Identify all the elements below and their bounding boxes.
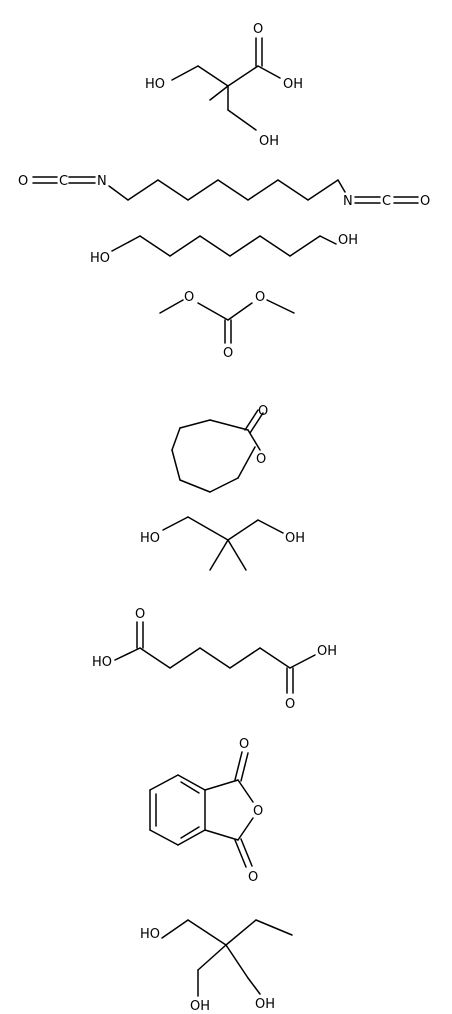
carbonyl-oxygen-top-label: O <box>239 737 249 752</box>
carbonyl-oxygen-label: O <box>258 404 268 419</box>
ring-oxygen-label: O <box>256 452 266 467</box>
ester-oxygen-left-label: O <box>184 290 194 305</box>
isocyanate-nitrogen-right-label: N <box>343 194 353 209</box>
hydroxyl-bottom-right-label: OH <box>255 997 275 1012</box>
hydroxyl-right-label: OH <box>338 233 358 248</box>
carbonyl-oxygen-label: O <box>223 346 233 361</box>
isocyanate-carbon-right-label: C <box>382 194 391 209</box>
hydroxyl-left-label: HO <box>145 77 165 92</box>
isocyanate-oxygen-left-label: O <box>18 174 28 189</box>
carbonyl-oxygen-bottom-label: O <box>285 697 295 712</box>
hydroxyl-right-label: OH <box>317 644 337 659</box>
hydroxyl-top-label: HO <box>140 927 160 942</box>
ring-oxygen-label: O <box>253 804 263 819</box>
acid-hydroxyl-label: OH <box>283 77 303 92</box>
isocyanate-oxygen-right-label: O <box>420 194 430 209</box>
hydroxyl-left-label: HO <box>140 531 160 546</box>
molecule-hexamethylene-diisocyanate: O C N N C O <box>18 174 430 209</box>
isocyanate-nitrogen-left-label: N <box>97 174 107 189</box>
molecule-dimethylolpropionic-acid: O OH HO OH <box>145 22 303 149</box>
carbonyl-oxygen-label: O <box>253 22 263 37</box>
isocyanate-carbon-left-label: C <box>59 174 68 189</box>
molecule-dimethyl-carbonate: O O O <box>159 290 295 361</box>
molecule-adipic-acid: O HO OH O <box>92 607 337 712</box>
hydroxyl-bottom-label: OH <box>259 134 279 149</box>
hydroxyl-left-label: HO <box>92 655 112 670</box>
molecule-hexanediol: HO OH <box>90 233 358 266</box>
molecule-neopentyl-glycol: HO OH <box>140 516 305 571</box>
hydroxyl-right-label: OH <box>285 531 305 546</box>
carbonyl-oxygen-bottom-label: O <box>248 870 258 885</box>
ester-oxygen-right-label: O <box>255 290 265 305</box>
molecule-phthalic-anhydride: O O O <box>149 737 263 885</box>
molecule-trimethylolpropane: HO OH OH <box>140 919 293 1014</box>
hydroxyl-left-label: HO <box>90 251 110 266</box>
molecule-caprolactone: O O <box>171 404 268 493</box>
carbonyl-oxygen-top-label: O <box>135 607 145 622</box>
hydroxyl-bottom-left-label: OH <box>190 999 210 1014</box>
